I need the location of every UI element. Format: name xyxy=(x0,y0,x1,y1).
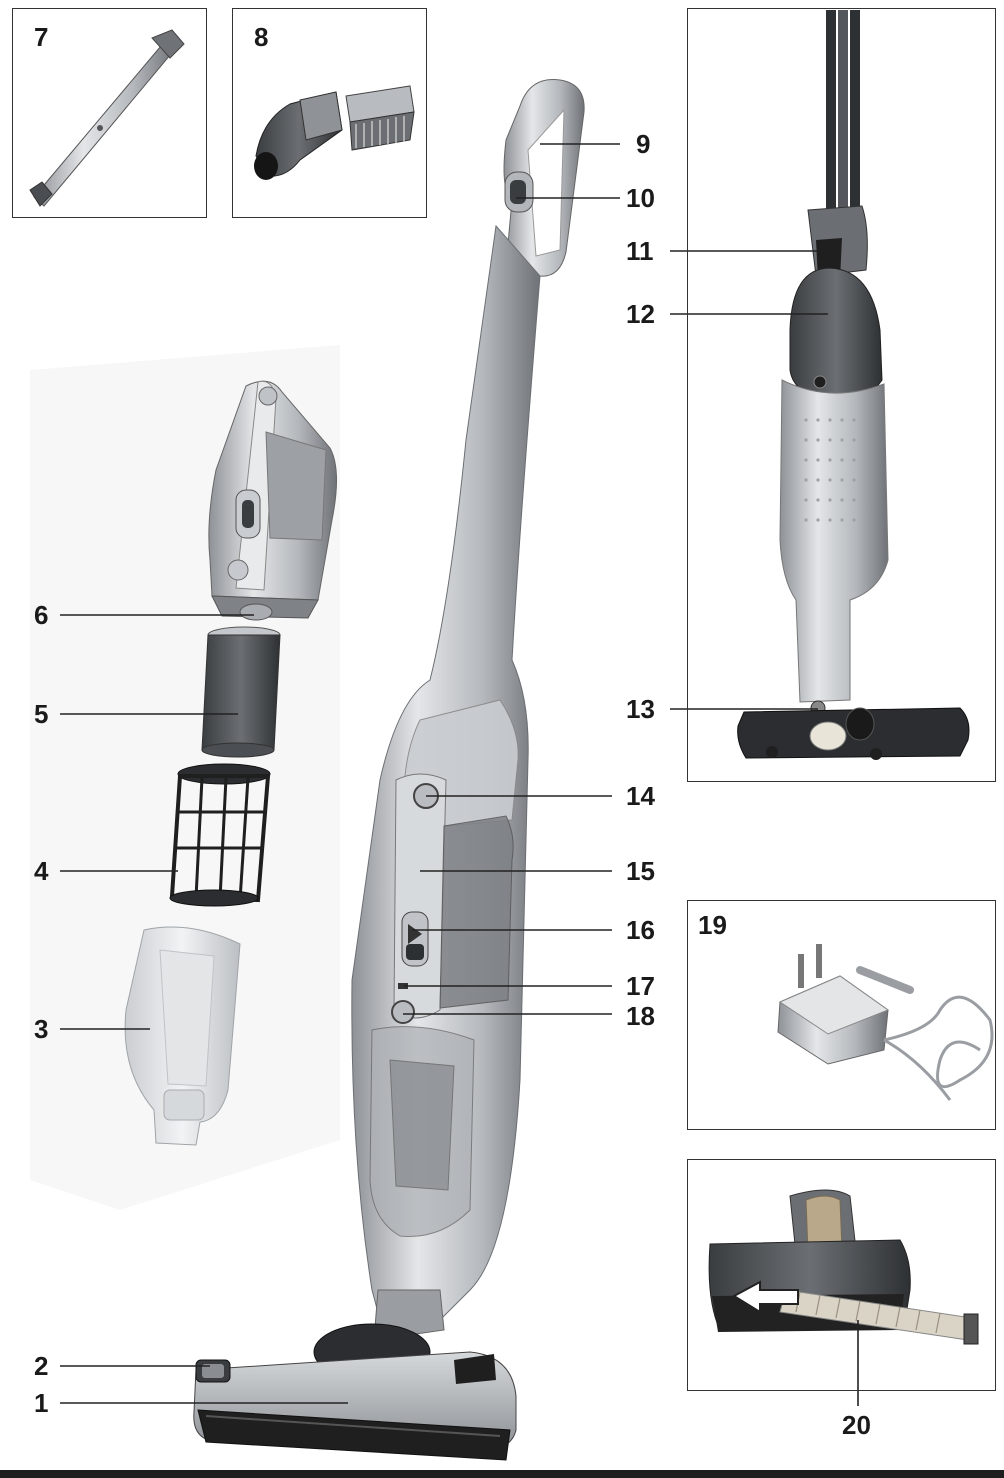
brush-roll-illustration xyxy=(708,1189,979,1345)
extension-tube-illustration xyxy=(29,29,185,207)
dust-container-illustration xyxy=(124,926,241,1146)
callout-8: 8 xyxy=(254,22,269,52)
stick-vacuum-illustration xyxy=(193,79,585,1461)
callout-16: 16 xyxy=(626,915,655,945)
panel-charger xyxy=(687,900,996,1130)
callout-1: 1 xyxy=(34,1388,49,1418)
panel-extension-tube xyxy=(12,8,207,218)
page-bottom-rule xyxy=(0,1470,1004,1478)
leader-lines xyxy=(60,143,859,1406)
callout-2: 2 xyxy=(34,1351,49,1381)
handheld-unit-illustration xyxy=(208,380,338,621)
dust-brush-illustration xyxy=(345,85,415,151)
callout-5: 5 xyxy=(34,699,49,729)
callout-19: 19 xyxy=(698,910,727,940)
callout-18: 18 xyxy=(626,1001,655,1031)
callout-15: 15 xyxy=(626,856,655,886)
panel-accessories xyxy=(232,8,427,218)
callout-9: 9 xyxy=(636,129,651,159)
filter-cage-illustration xyxy=(169,763,271,907)
callout-3: 3 xyxy=(34,1014,49,1044)
callout-13: 13 xyxy=(626,694,655,724)
panel-brush-roll xyxy=(687,1159,996,1391)
callout-20: 20 xyxy=(842,1410,871,1440)
callout-10: 10 xyxy=(626,183,655,213)
panel-upright-view xyxy=(687,8,996,782)
callout-4: 4 xyxy=(34,856,49,886)
callout-11: 11 xyxy=(626,236,654,266)
charger-illustration xyxy=(777,944,994,1101)
upright-vacuum-illustration xyxy=(737,10,970,760)
fine-filter-illustration xyxy=(201,626,281,758)
callout-12: 12 xyxy=(626,299,655,329)
callout-14: 14 xyxy=(626,781,655,811)
callout-17: 17 xyxy=(626,971,655,1001)
callout-7: 7 xyxy=(34,22,49,52)
callout-6: 6 xyxy=(34,600,49,630)
crevice-tool-illustration xyxy=(254,91,343,180)
